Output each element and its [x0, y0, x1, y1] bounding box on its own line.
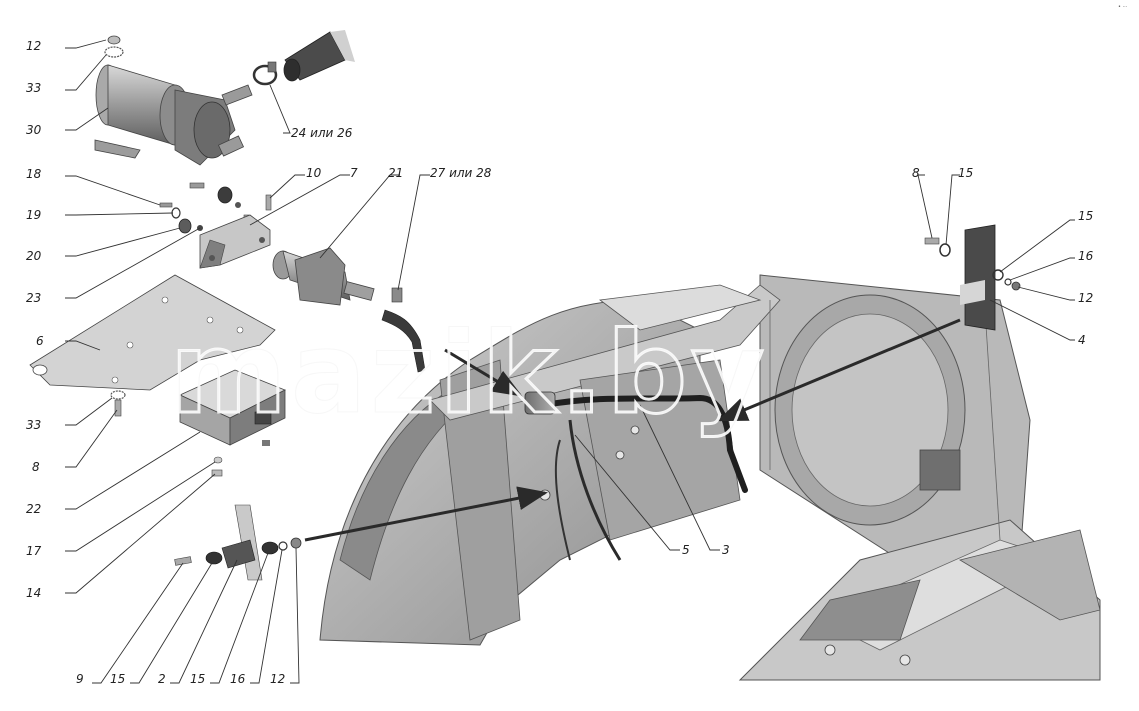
- callout-9: 9: [76, 672, 84, 686]
- hose-top: [283, 30, 355, 82]
- mounting-plate-6: [29, 274, 276, 391]
- watermark: mazik.by: [170, 309, 768, 439]
- callout-16: 16: [230, 672, 246, 686]
- callout-22: 22: [26, 502, 41, 516]
- clamp-assembly-bottom: [174, 504, 302, 581]
- watermark-outline: mazik.by: [170, 309, 768, 439]
- callout-14: 14: [26, 586, 41, 600]
- fitting-27: [381, 287, 426, 373]
- callout-27: 27 или 28: [430, 166, 492, 180]
- install-arrows: [304, 318, 961, 542]
- corner-mark: • ···: [1118, 4, 1128, 10]
- callout-30: 30: [26, 123, 42, 137]
- right-side-fasteners: [924, 224, 1021, 331]
- callout-10: 10: [306, 166, 322, 180]
- callout-23: 23: [26, 291, 41, 305]
- callout-20: 20: [26, 249, 42, 263]
- callout-4: 4: [1078, 333, 1086, 347]
- callout-24: 24 или 26: [291, 126, 353, 140]
- callout-21: 21: [388, 166, 403, 180]
- bracket-7: [199, 214, 271, 269]
- callout-3: 3: [722, 543, 730, 557]
- callout-12: 12: [26, 39, 41, 53]
- callout-15-b: 15: [190, 672, 205, 686]
- callout-33: 33: [26, 81, 41, 95]
- hose-clamp-24: [252, 61, 278, 86]
- callout-19: 19: [26, 208, 41, 222]
- callout-15-right: 15: [958, 166, 973, 180]
- nut-17: [211, 456, 223, 477]
- installed-heater-unit: [524, 391, 556, 415]
- installed-hoses: [524, 391, 748, 561]
- callout-12-right: 12: [1078, 291, 1093, 305]
- callout-6: 6: [36, 334, 44, 348]
- callout-8-right: 8: [912, 166, 920, 180]
- vehicle-cab-assembly: [319, 274, 1101, 681]
- control-box-22: [179, 369, 286, 446]
- callout-7: 7: [350, 166, 358, 180]
- callout-15: 15: [110, 672, 125, 686]
- fuel-pump-30: [94, 64, 253, 166]
- callout-2: 2: [158, 672, 166, 686]
- leader-lines: [65, 39, 1075, 684]
- callout-15-right-b: 15: [1078, 209, 1093, 223]
- callout-12-bottom: 12: [270, 672, 285, 686]
- callout-33-lower: 33: [26, 418, 41, 432]
- callout-5: 5: [682, 543, 690, 557]
- nut-12-top: [104, 35, 124, 58]
- heater-valve-21: [272, 247, 375, 306]
- callout-8: 8: [32, 460, 40, 474]
- bolt-8-left: [110, 390, 126, 417]
- callout-18: 18: [26, 167, 42, 181]
- callout-16-right: 16: [1078, 249, 1094, 263]
- callout-17: 17: [26, 544, 42, 558]
- callout-labels: 12 33 30 24 или 26 18 19 20 23 10 7 21 2…: [26, 39, 1094, 686]
